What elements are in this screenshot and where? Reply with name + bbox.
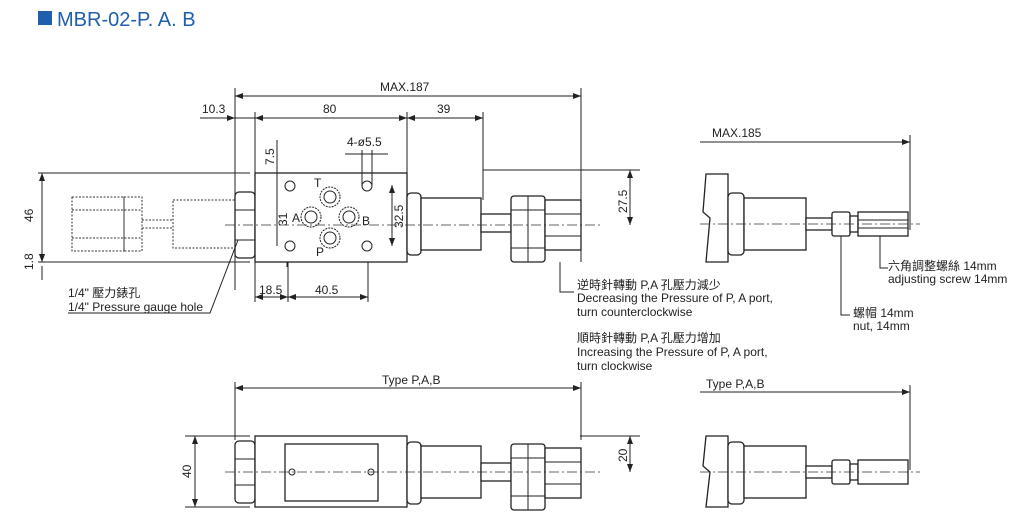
dim-32-5: 32.5 [392, 204, 406, 228]
dim-20: 20 [616, 448, 630, 462]
pressure-gauge-outline [71, 196, 236, 252]
dim-10-3: 10.3 [202, 102, 226, 116]
top-view: MAX.187 10.3 80 39 46 1.8 [22, 80, 640, 314]
nameplate [284, 443, 379, 502]
type-label-bottom-side: Type P,A,B [706, 377, 764, 391]
increase-note-en-2: turn clockwise [577, 359, 653, 373]
dim-7-5: 7.5 [263, 148, 277, 165]
bottom-view: Type P,A,B 40 20 [180, 373, 640, 511]
increase-note-en-1: Increasing the Pressure of P, A port, [577, 345, 768, 359]
ports [300, 186, 360, 249]
port-b-label: B [362, 214, 370, 228]
dim-40-5: 40.5 [315, 283, 339, 297]
dim-1-8: 1.8 [22, 253, 36, 270]
dim-46: 46 [22, 208, 36, 222]
dim-80: 80 [323, 102, 337, 116]
dim-31: 31 [276, 212, 290, 226]
adjusting-screw-note-cn: 六角調整螺絲 14mm [888, 258, 997, 273]
port-t-label: T [314, 176, 322, 190]
adjusting-screw-note-en: adjusting screw 14mm [888, 272, 1007, 286]
port-p-label: P [316, 245, 324, 259]
page-title: MBR-02-P. A. B [57, 9, 196, 31]
side-view: MAX.185 [700, 126, 920, 316]
gauge-hole-note-en: 1/4" Pressure gauge hole [68, 300, 203, 314]
right-hex-nut [406, 192, 422, 256]
dim-max-185: MAX.185 [712, 126, 762, 140]
dim-max-187: MAX.187 [380, 80, 430, 94]
port-a-label: A [292, 211, 300, 225]
dim-27-5: 27.5 [616, 189, 630, 213]
adjuster-housing [420, 197, 482, 251]
dim-39: 39 [437, 102, 451, 116]
dim-18-5: 18.5 [259, 283, 283, 297]
increase-note-cn: 順時針轉動 P,A 孔壓力增加 [577, 330, 721, 345]
decrease-note-en-2: turn counterclockwise [577, 305, 693, 319]
dim-40: 40 [180, 464, 194, 478]
adjuster-stem [480, 213, 512, 233]
title-bullet [38, 11, 52, 25]
type-label-bottom: Type P,A,B [382, 373, 440, 387]
nut-note-en: nut, 14mm [853, 319, 910, 333]
decrease-note-en-1: Decreasing the Pressure of P, A port, [577, 291, 773, 305]
gauge-hole-note-cn: 1/4" 壓力錶孔 [68, 285, 140, 300]
bottom-side-view: Type P,A,B [700, 377, 920, 508]
nut-note-cn: 螺帽 14mm [853, 305, 914, 320]
valve-body [254, 172, 408, 263]
decrease-note-cn: 逆時針轉動 P,A 孔壓力減少 [577, 277, 721, 292]
dim-hole-diameter: 4-ø5.5 [347, 135, 382, 149]
